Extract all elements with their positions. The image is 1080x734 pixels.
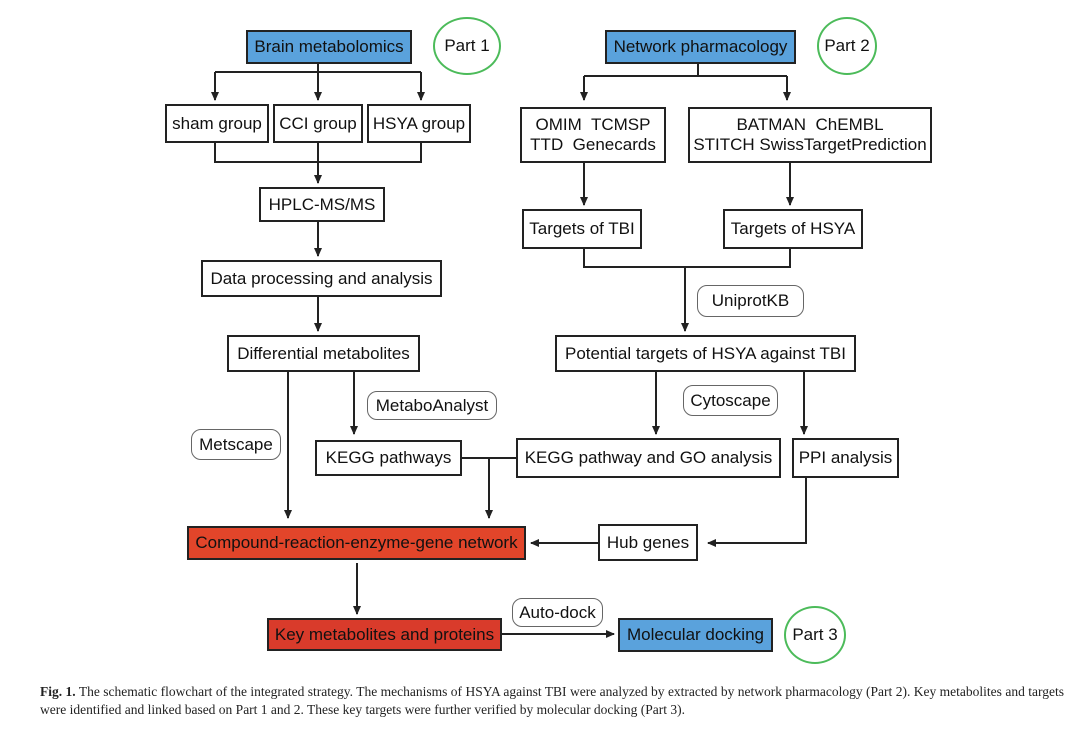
uniprotkb-tool: UniprotKB [697, 285, 804, 317]
databases-tbi-line-2: TTD Genecards [530, 135, 656, 154]
key-metabolites-box: Key metabolites and proteins [267, 618, 502, 651]
kegg-go-box: KEGG pathway and GO analysis [516, 438, 781, 478]
data-processing-box: Data processing and analysis [201, 260, 442, 297]
part1-circle: Part 1 [433, 17, 501, 75]
cytoscape-tool: Cytoscape [683, 385, 778, 416]
ppi-analysis-box: PPI analysis [792, 438, 899, 478]
brain-metabolomics-box: Brain metabolomics [246, 30, 412, 64]
databases-hsya-line-1: BATMAN ChEMBL [736, 115, 884, 134]
figure-label: Fig. 1. [40, 684, 76, 699]
targets-hsya-box: Targets of HSYA [723, 209, 863, 249]
autodock-tool: Auto-dock [512, 598, 603, 627]
kegg-pathways-box: KEGG pathways [315, 440, 462, 476]
part3-circle: Part 3 [784, 606, 846, 664]
databases-hsya-line-2: STITCH SwissTargetPrediction [693, 135, 927, 154]
sham-group-box: sham group [165, 104, 269, 143]
network-pharmacology-box: Network pharmacology [605, 30, 796, 64]
caption-text: The schematic flowchart of the integrate… [40, 684, 1064, 717]
compound-network-box: Compound-reaction-enzyme-gene network [187, 526, 526, 560]
potential-targets-box: Potential targets of HSYA against TBI [555, 335, 856, 372]
part2-circle: Part 2 [817, 17, 877, 75]
metscape-tool: Metscape [191, 429, 281, 460]
targets-tbi-box: Targets of TBI [522, 209, 642, 249]
molecular-docking-box: Molecular docking [618, 618, 773, 652]
databases-tbi-box: OMIM TCMSP TTD Genecards [520, 107, 666, 163]
hsya-group-box: HSYA group [367, 104, 471, 143]
cci-group-box: CCI group [273, 104, 363, 143]
figure-caption: Fig. 1. The schematic flowchart of the i… [40, 683, 1064, 719]
hplc-msms-box: HPLC-MS/MS [259, 187, 385, 222]
differential-metabolites-box: Differential metabolites [227, 335, 420, 372]
metaboanalyst-tool: MetaboAnalyst [367, 391, 497, 420]
databases-hsya-box: BATMAN ChEMBL STITCH SwissTargetPredicti… [688, 107, 932, 163]
databases-tbi-line-1: OMIM TCMSP [535, 115, 651, 134]
hub-genes-box: Hub genes [598, 524, 698, 561]
